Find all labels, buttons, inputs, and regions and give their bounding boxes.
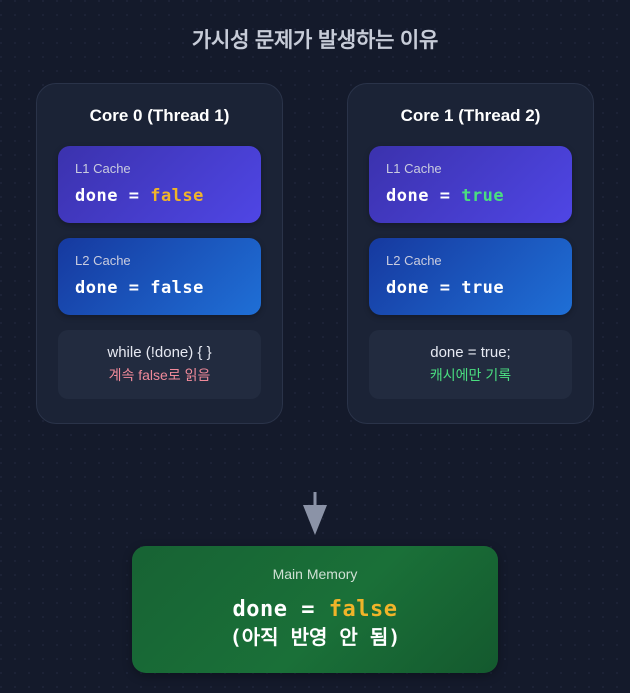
memory-literal: false [328,596,398,622]
cache-value: done = true [386,278,555,298]
l1-cache-block-core0: L1 Cache done = false [58,146,261,224]
cache-label: L1 Cache [386,161,442,177]
code-block-core1: done = true; 캐시에만 기록 [369,330,572,399]
l2-cache-block-core0: L2 Cache done = false [58,238,261,316]
cache-label: L2 Cache [386,253,442,269]
cache-spacer [429,278,440,298]
cache-spacer [118,278,129,298]
cache-literal: true [461,277,505,298]
memory-spacer [288,597,302,622]
cache-var: done [75,277,118,298]
cache-spacer [118,186,129,206]
cache-op: = [439,277,451,298]
core-card-0: Core 0 (Thread 1) L1 Cache done = false … [36,83,283,424]
code-note: 캐시에만 기록 [429,366,512,383]
code-line: done = true; [430,344,511,362]
cache-op: = [439,185,451,206]
cache-value: done = true [386,186,555,206]
cache-spacer [139,278,150,298]
main-memory-note: (아직 반영 안 됨) [229,625,401,650]
cache-spacer [450,278,461,298]
cache-literal: false [150,277,204,298]
cache-spacer [139,186,150,206]
cache-var: done [386,277,429,298]
code-block-core0: while (!done) { } 계속 false로 읽음 [58,330,261,399]
cache-var: done [75,185,118,206]
page-title: 가시성 문제가 발생하는 이유 [191,29,439,52]
memory-spacer [315,597,329,622]
cache-op: = [128,277,140,298]
core-title: Core 1 (Thread 2) [400,106,541,125]
cache-op: = [128,185,140,206]
main-memory-value: done = false [150,595,480,625]
cores-row: Core 0 (Thread 1) L1 Cache done = false … [36,83,594,424]
code-note: 계속 false로 읽음 [108,366,211,383]
cache-label: L1 Cache [75,161,131,177]
cache-literal: true [461,185,505,206]
l1-cache-block-core1: L1 Cache done = true [369,146,572,224]
main-memory-label: Main Memory [272,566,358,582]
flow-arrow [0,492,630,536]
core-title: Core 0 (Thread 1) [89,106,230,125]
cache-value: done = false [75,186,244,206]
code-line: while (!done) { } [107,344,212,362]
cache-spacer [450,186,461,206]
memory-op: = [301,596,315,622]
cache-label: L2 Cache [75,253,131,269]
cache-var: done [386,185,429,206]
main-memory-card: Main Memory done = false (아직 반영 안 됨) [132,546,498,674]
memory-var: done [232,596,288,622]
cache-literal: false [150,185,204,206]
l2-cache-block-core1: L2 Cache done = true [369,238,572,316]
cache-value: done = false [75,278,244,298]
core-card-1: Core 1 (Thread 2) L1 Cache done = true L… [347,83,594,424]
arrow-down-icon [303,492,327,535]
cache-spacer [429,186,440,206]
